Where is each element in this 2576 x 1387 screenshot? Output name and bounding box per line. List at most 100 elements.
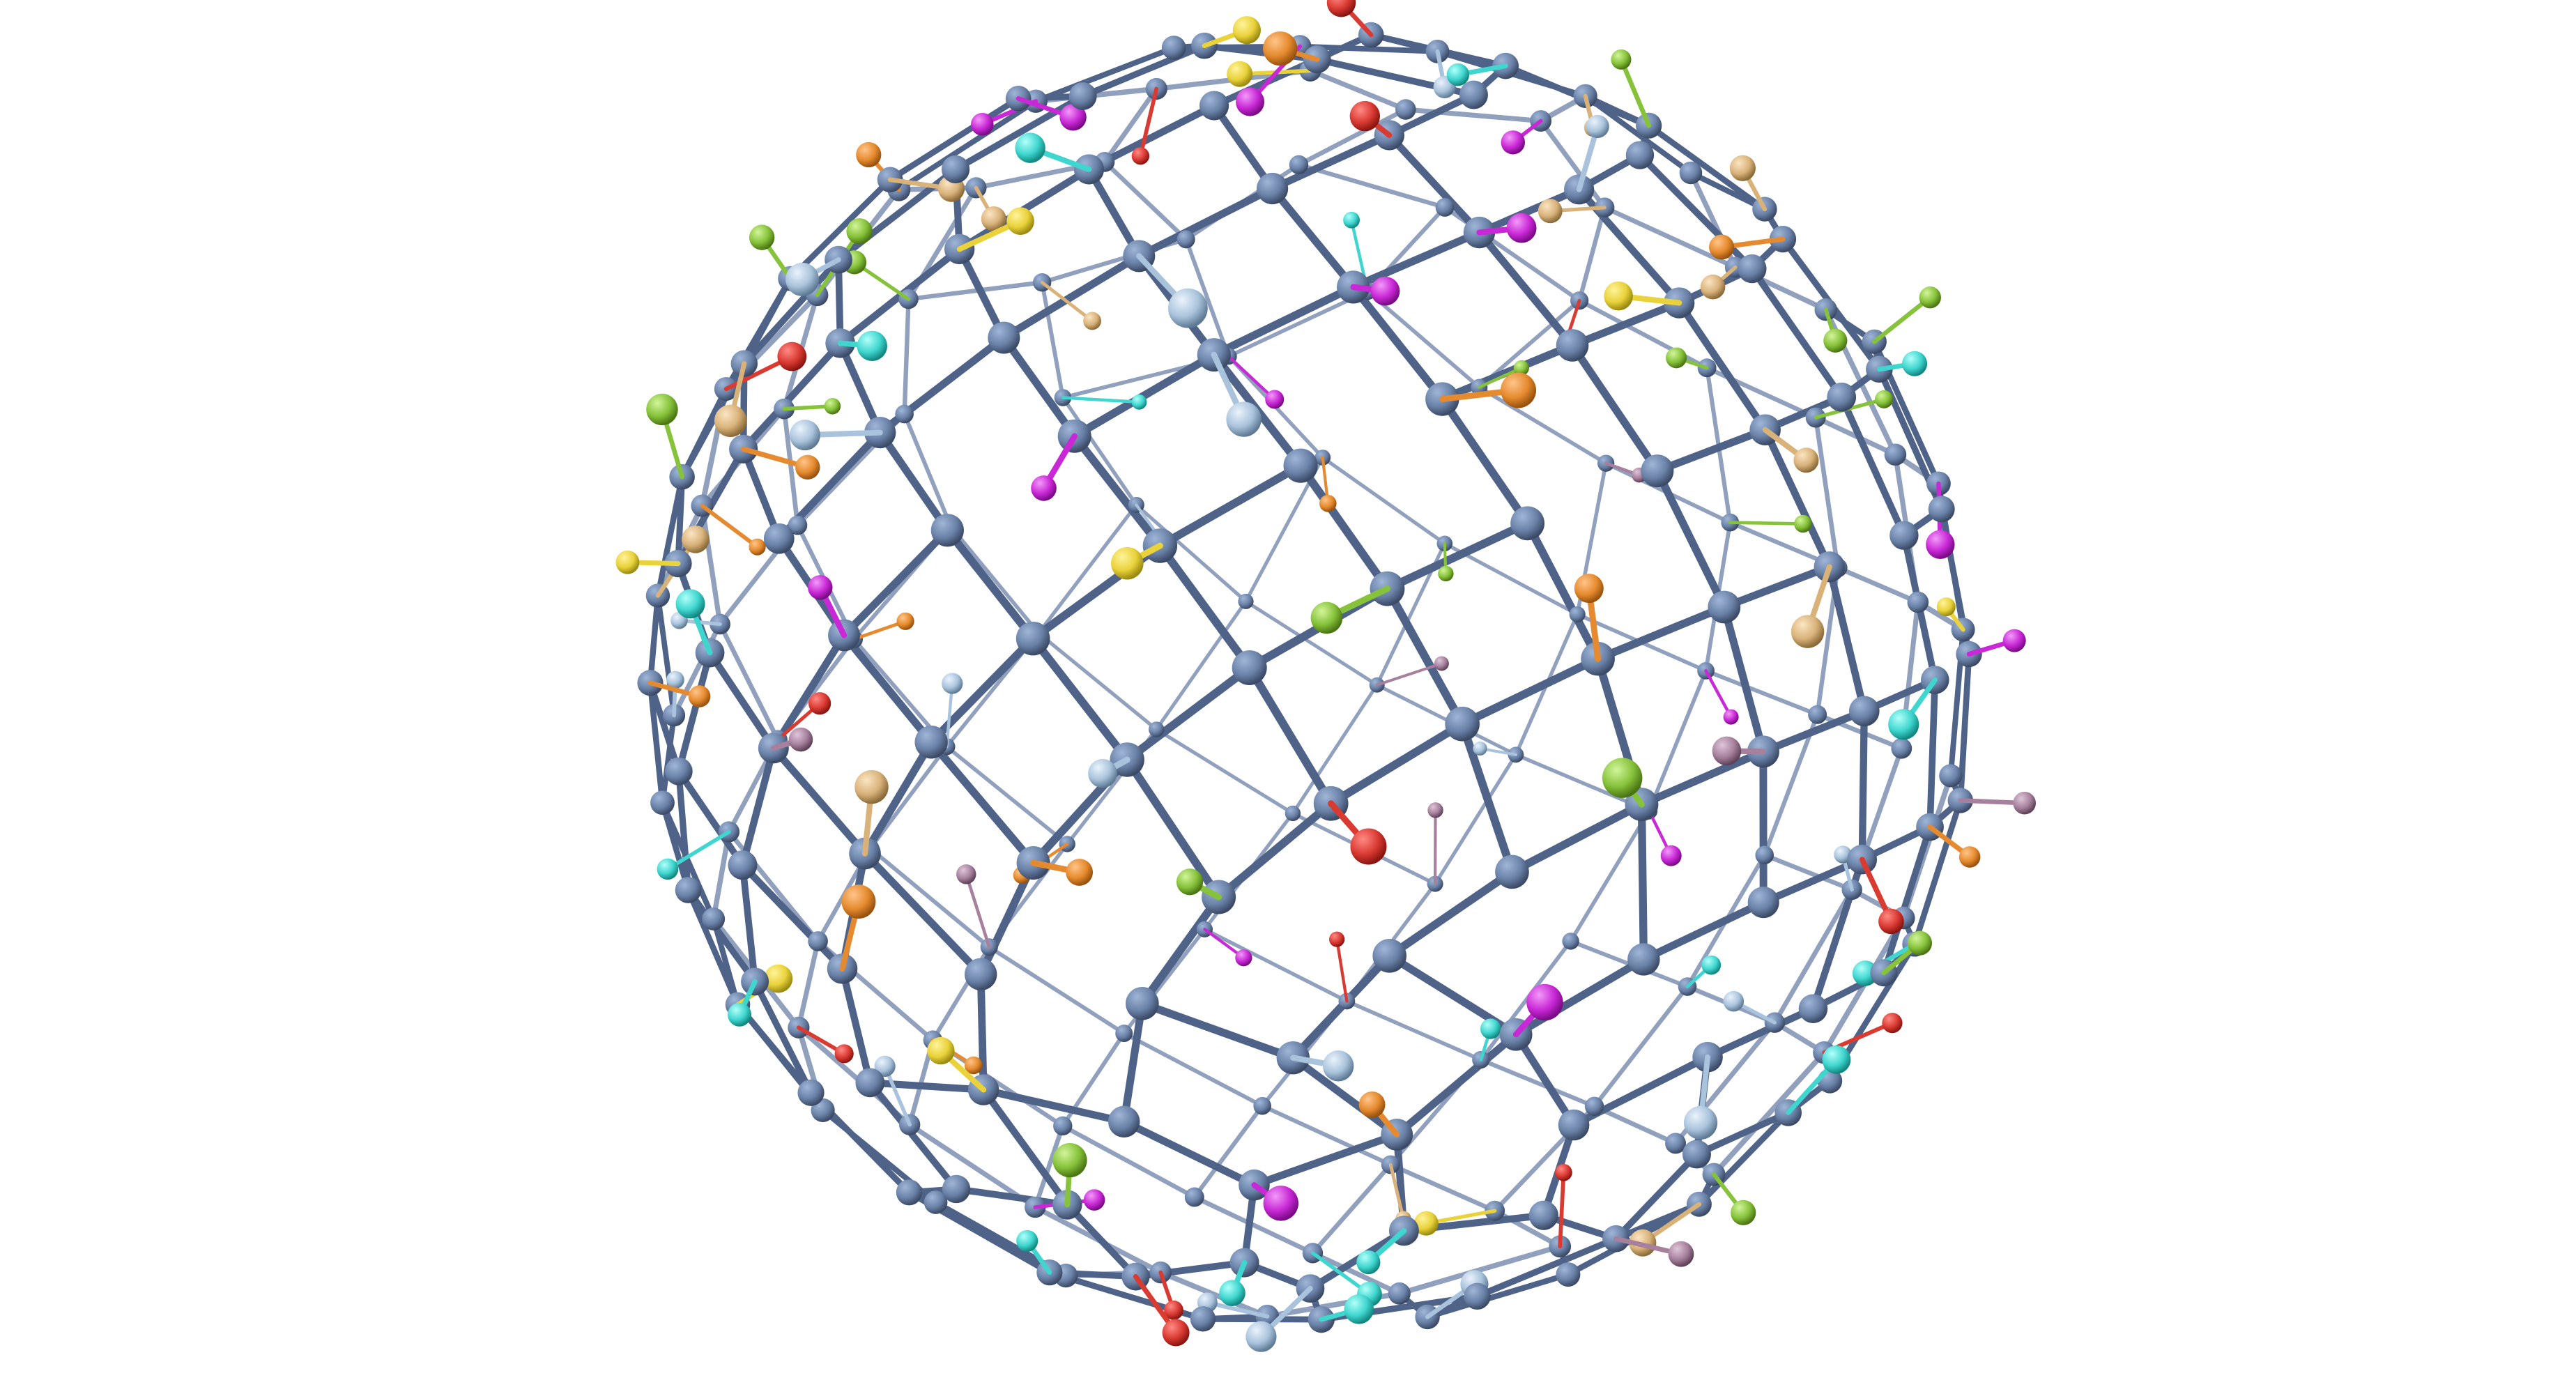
bond-50 xyxy=(868,846,992,949)
atom-side-chain-132 xyxy=(1902,351,1928,376)
bond-309 xyxy=(1759,707,1869,756)
bond-334 xyxy=(1289,1054,1401,1139)
atom-side-chain-121 xyxy=(1016,1229,1038,1252)
bond-279 xyxy=(739,861,846,972)
bond-20 xyxy=(1202,927,1349,1004)
atom-backbone-145 xyxy=(1625,141,1655,169)
atom-side-chain-176 xyxy=(1791,615,1825,648)
bond-341 xyxy=(999,333,1079,440)
bond-238 xyxy=(1693,1109,1792,1158)
atom-backbone-46 xyxy=(788,515,808,535)
bond-49 xyxy=(902,412,953,529)
atom-side-chain-15 xyxy=(1265,390,1285,409)
atom-backbone-43 xyxy=(1289,155,1309,175)
bond-274 xyxy=(739,445,783,542)
bond-371 xyxy=(1214,799,1335,901)
atom-side-chain-12 xyxy=(1235,949,1252,967)
bond-360 xyxy=(1385,868,1517,960)
atom-backbone-62 xyxy=(1665,1133,1687,1154)
bond-94 xyxy=(1032,1124,1066,1210)
bond-254 xyxy=(739,861,758,986)
atom-side-chain-171 xyxy=(1683,1105,1718,1140)
bond-315 xyxy=(1568,299,1683,349)
bond-344 xyxy=(1438,341,1577,404)
atom-backbone-61 xyxy=(1891,737,1912,759)
bond-366 xyxy=(1458,654,1602,728)
bond-356 xyxy=(1508,800,1646,876)
bond-45 xyxy=(868,744,949,851)
bond-90 xyxy=(1592,1103,1678,1146)
atom-side-chain-135 xyxy=(1908,930,1933,956)
atom-side-chain-198 xyxy=(1370,276,1400,306)
bond-368 xyxy=(1123,756,1223,901)
bond-24 xyxy=(944,744,1069,846)
atom-side-chain-213 xyxy=(1176,868,1204,896)
atom-backbone-148 xyxy=(1682,1140,1711,1169)
atom-side-chain-148 xyxy=(1245,1321,1277,1352)
side-chain-bond-16 xyxy=(1478,366,1524,389)
bond-285 xyxy=(1858,707,1868,864)
atom-side-chain-61 xyxy=(824,397,841,415)
bond-312 xyxy=(1120,1117,1258,1189)
bond-291 xyxy=(1210,102,1276,192)
bond-131 xyxy=(1397,1243,1563,1296)
atom-backbone-160 xyxy=(1199,91,1229,121)
side-chain-bond-34 xyxy=(1040,280,1094,323)
atom-side-chain-66 xyxy=(981,206,1006,231)
bond-358 xyxy=(1438,394,1532,528)
bond-257 xyxy=(866,1079,960,1193)
bond-222 xyxy=(647,680,682,775)
atom-side-chain-140 xyxy=(785,262,820,296)
bond-74 xyxy=(1102,160,1188,242)
side-chain-bond-14 xyxy=(1335,937,1349,1003)
atom-backbone-41 xyxy=(1053,1116,1073,1136)
atom-backbone-88 xyxy=(1939,764,1963,788)
atom-backbone-122 xyxy=(675,877,702,903)
atom-backbone-172 xyxy=(763,523,795,554)
atom-side-chain-120 xyxy=(1611,49,1632,70)
atom-backbone-35 xyxy=(1755,845,1774,865)
atom-side-chain-24 xyxy=(1343,211,1360,229)
atom-backbone-50 xyxy=(808,931,828,951)
bond-373 xyxy=(1156,542,1254,672)
atom-side-chain-21 xyxy=(1131,394,1147,410)
atom-side-chain-72 xyxy=(1131,146,1150,165)
atom-backbone-136 xyxy=(664,757,693,786)
bond-251 xyxy=(675,649,714,775)
bond-35 xyxy=(1344,999,1483,1062)
atom-side-chain-186 xyxy=(854,769,889,804)
atom-side-chain-129 xyxy=(1709,234,1735,260)
bond-345 xyxy=(1138,999,1297,1062)
atom-backbone-37 xyxy=(1435,198,1455,217)
atom-backbone-129 xyxy=(1464,1282,1491,1310)
atom-side-chain-8 xyxy=(1427,802,1443,818)
atom-backbone-19 xyxy=(1562,933,1579,950)
atom-side-chain-205 xyxy=(1031,475,1057,501)
atom-backbone-207 xyxy=(1372,938,1406,973)
bond-57 xyxy=(1478,1057,1597,1109)
atom-side-chain-157 xyxy=(675,589,705,619)
atom-side-chain-87 xyxy=(1731,1200,1756,1225)
atom-side-chain-167 xyxy=(1015,132,1045,163)
bond-304 xyxy=(1085,165,1143,260)
bond-331 xyxy=(1120,999,1147,1126)
atom-backbone-68 xyxy=(1907,591,1929,613)
atom-side-chain-90 xyxy=(970,113,994,136)
bond-227 xyxy=(684,887,758,985)
bond-321 xyxy=(1639,898,1768,963)
bond-196 xyxy=(685,887,741,1008)
atom-side-chain-19 xyxy=(942,673,963,694)
atom-side-chain-77 xyxy=(1555,1163,1572,1181)
side-chain-bond-79 xyxy=(700,503,760,549)
bond-357 xyxy=(1138,893,1223,1008)
bond-332 xyxy=(861,738,935,858)
bond-79 xyxy=(1060,1124,1197,1200)
bond-320 xyxy=(1512,1030,1578,1129)
atom-backbone-152 xyxy=(1738,254,1767,284)
atom-side-chain-54 xyxy=(1875,390,1894,408)
atom-side-chain-189 xyxy=(1167,288,1208,328)
bond-156 xyxy=(659,712,677,806)
bond-11 xyxy=(1036,631,1158,732)
atom-side-chain-70 xyxy=(1501,130,1525,155)
